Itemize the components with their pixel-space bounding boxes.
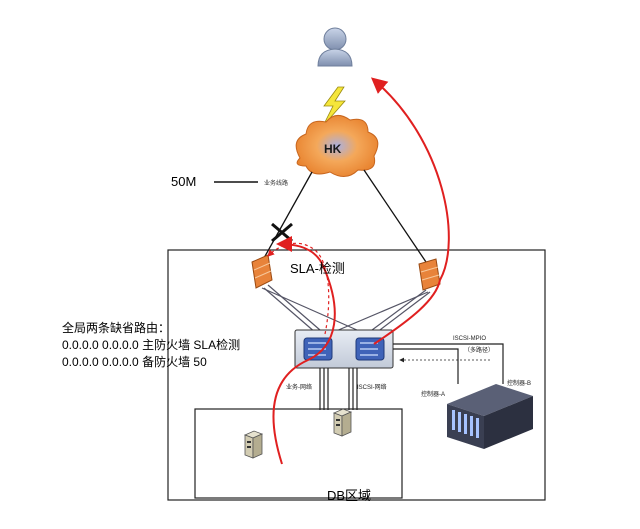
lightning-icon xyxy=(322,86,346,127)
sla-probe-arrow xyxy=(267,242,330,335)
business-network-label: 业务-网络 xyxy=(286,385,312,391)
db-zone-label: DB区域 xyxy=(327,488,372,503)
server-icon xyxy=(332,408,353,437)
cloud-label: HK xyxy=(324,142,342,156)
link-switch-db xyxy=(319,368,358,410)
route-backup: 0.0.0.0 0.0.0.0 备防火墙 50 xyxy=(62,355,207,369)
route-primary: 0.0.0.0 0.0.0.0 主防火墙 SLA检测 xyxy=(62,338,241,352)
multipath-label: （多路径） xyxy=(464,348,495,354)
controller-a-label: 控制器-A xyxy=(421,392,446,398)
iscsi-mpio-label: ISCSI-MPIO xyxy=(453,336,487,342)
link-type-label: 业务线路 xyxy=(264,181,289,187)
cloud-icon xyxy=(295,115,379,177)
controller-b-label: 控制器-B xyxy=(507,381,532,387)
user-icon xyxy=(317,27,353,67)
link-cloud-backup xyxy=(363,169,427,263)
backup-flow-arrow xyxy=(370,77,450,281)
sla-label: SLA-检测 xyxy=(290,261,345,276)
default-routes-note: 全局两条缺省路由： 0.0.0.0 0.0.0.0 主防火墙 SLA检测 0.0… xyxy=(62,320,240,371)
backup-flow-tail xyxy=(373,279,441,345)
routes-heading: 全局两条缺省路由： xyxy=(62,321,171,335)
link-switch-storage xyxy=(393,343,504,384)
firewall-icon xyxy=(251,254,273,289)
bandwidth-label: 50M xyxy=(171,174,197,189)
db-zone-boundary xyxy=(194,408,403,499)
storage-array-icon xyxy=(447,384,533,449)
link-cloud-primary xyxy=(263,171,313,259)
primary-failover-flow-arrow xyxy=(272,236,336,465)
iscsi-network-label: ISCSI-网络 xyxy=(357,385,387,391)
datacenter-boundary xyxy=(167,249,546,501)
firewall-icon xyxy=(418,258,441,291)
server-icon xyxy=(243,430,264,459)
